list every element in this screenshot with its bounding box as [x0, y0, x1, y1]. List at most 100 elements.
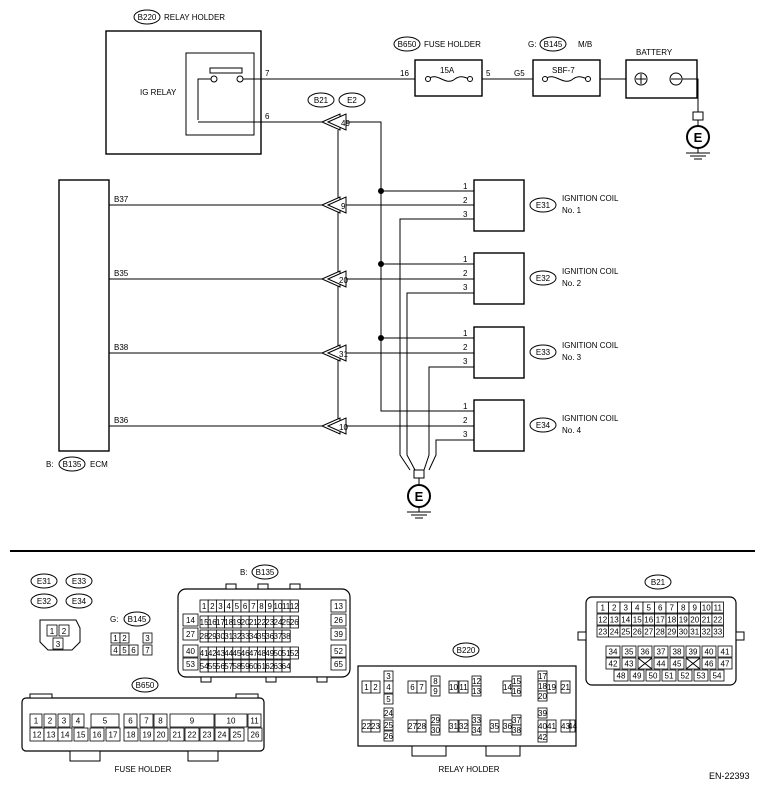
pin-label: 9: [693, 604, 698, 613]
pin-label: 7: [145, 646, 150, 655]
pin-label: 15: [77, 731, 86, 740]
pin-label: 35: [490, 722, 499, 731]
pin-label: 27: [186, 630, 195, 639]
svg-text:1: 1: [463, 255, 468, 264]
pin-label: 23: [265, 618, 274, 627]
pin-label: 13: [610, 616, 619, 625]
pin-label: 46: [241, 649, 250, 658]
ignition-coil-2: 1 2 3 E32 IGNITION COIL No. 2: [463, 252, 619, 305]
joint-connector: B21 E2 49: [307, 92, 474, 425]
pin-label: 25: [233, 731, 242, 740]
svg-text:E31: E31: [536, 201, 551, 210]
pin-label: 3: [386, 672, 391, 681]
pin-label: 54: [713, 672, 722, 681]
pin-label: 37: [273, 632, 282, 641]
pin-label: 14: [186, 616, 195, 625]
svg-text:No. 4: No. 4: [562, 426, 582, 435]
pin-label: 33: [241, 632, 250, 641]
svg-text:B220: B220: [457, 646, 476, 655]
svg-text:E32: E32: [536, 274, 551, 283]
pin-label: 24: [218, 731, 227, 740]
joint-pin-20: 20: [320, 270, 348, 288]
pin-label: 44: [657, 660, 666, 669]
fuse-holder: B650 FUSE HOLDER 15A 16 5: [393, 36, 533, 97]
svg-text:49: 49: [341, 119, 350, 128]
pin-label: 6: [410, 683, 415, 692]
pin-label: 35: [625, 648, 634, 657]
pin-label: 7: [670, 604, 675, 613]
pin-label: 16: [208, 618, 217, 627]
pin-label: 2: [612, 604, 617, 613]
relay-holder: B220 RELAY HOLDER IG RELAY 7 6: [105, 9, 415, 155]
pin-label: 32: [702, 628, 711, 637]
pin-label: 47: [721, 660, 730, 669]
svg-text:E33: E33: [536, 348, 551, 357]
svg-text:E33: E33: [72, 577, 87, 586]
pin-label: 7: [419, 683, 424, 692]
pin-label: 54: [200, 662, 209, 671]
pin-label: 48: [617, 672, 626, 681]
pin-label: 9: [267, 602, 272, 611]
pin-label: 31: [224, 632, 233, 641]
pin-label: 36: [265, 632, 274, 641]
pin-label: 12: [472, 677, 481, 686]
pin-label: 17: [109, 731, 118, 740]
svg-text:B135: B135: [256, 568, 275, 577]
pin-label: 8: [433, 677, 438, 686]
pin-label: 42: [208, 649, 217, 658]
pin-label: 19: [143, 731, 152, 740]
pin-label: 31: [449, 722, 458, 731]
pin-label: 21: [249, 618, 258, 627]
svg-text:B35: B35: [114, 269, 129, 278]
pin-label: 51: [665, 672, 674, 681]
pin-label: 19: [547, 683, 556, 692]
svg-text:3: 3: [56, 640, 61, 649]
pin-label: 31: [690, 628, 699, 637]
svg-text:1: 1: [50, 627, 55, 636]
pin-label: 49: [265, 649, 274, 658]
svg-text:IGNITION COIL: IGNITION COIL: [562, 267, 619, 276]
svg-text:E34: E34: [536, 421, 551, 430]
svg-text:B21: B21: [314, 96, 329, 105]
pin-label: 7: [144, 717, 149, 726]
pin-label: 5: [235, 602, 240, 611]
joint-pin-31: 31: [320, 344, 348, 362]
pin-label: 58: [232, 662, 241, 671]
svg-text:IGNITION COIL: IGNITION COIL: [562, 414, 619, 423]
diagram-id: EN-22393: [709, 771, 750, 781]
pin-label: 39: [538, 709, 547, 718]
svg-text:3: 3: [463, 283, 468, 292]
pin-label: 3: [145, 634, 150, 643]
pin-label: 13: [472, 687, 481, 696]
svg-text:3: 3: [463, 210, 468, 219]
pin-label: 52: [334, 647, 343, 656]
pin-label: 11: [459, 683, 468, 692]
pin-label: 2: [122, 634, 127, 643]
svg-text:20: 20: [339, 276, 348, 285]
svg-text:2: 2: [463, 196, 468, 205]
pin-label: 26: [251, 731, 260, 740]
pin-label: 18: [224, 618, 233, 627]
pin-label: 22: [362, 722, 371, 731]
svg-text:2: 2: [463, 416, 468, 425]
pin-label: 20: [241, 618, 250, 627]
joint-pin-9: 9: [320, 196, 347, 214]
pin-label: 6: [658, 604, 663, 613]
svg-text:BATTERY: BATTERY: [636, 48, 673, 57]
svg-text:FUSE HOLDER: FUSE HOLDER: [115, 765, 172, 774]
pin-label: 50: [273, 649, 282, 658]
pin-label: 22: [257, 618, 266, 627]
pin-label: 64: [282, 662, 291, 671]
pin-label: 63: [273, 662, 282, 671]
pin-label: 24: [610, 628, 619, 637]
svg-text:IGNITION COIL: IGNITION COIL: [562, 341, 619, 350]
svg-text:B145: B145: [544, 40, 563, 49]
pin-label: 16: [512, 687, 521, 696]
pin-label: 32: [459, 722, 468, 731]
pin-label: 13: [47, 731, 56, 740]
pin-label: 53: [186, 660, 195, 669]
pin-label: 45: [673, 660, 682, 669]
svg-text:E32: E32: [37, 597, 52, 606]
